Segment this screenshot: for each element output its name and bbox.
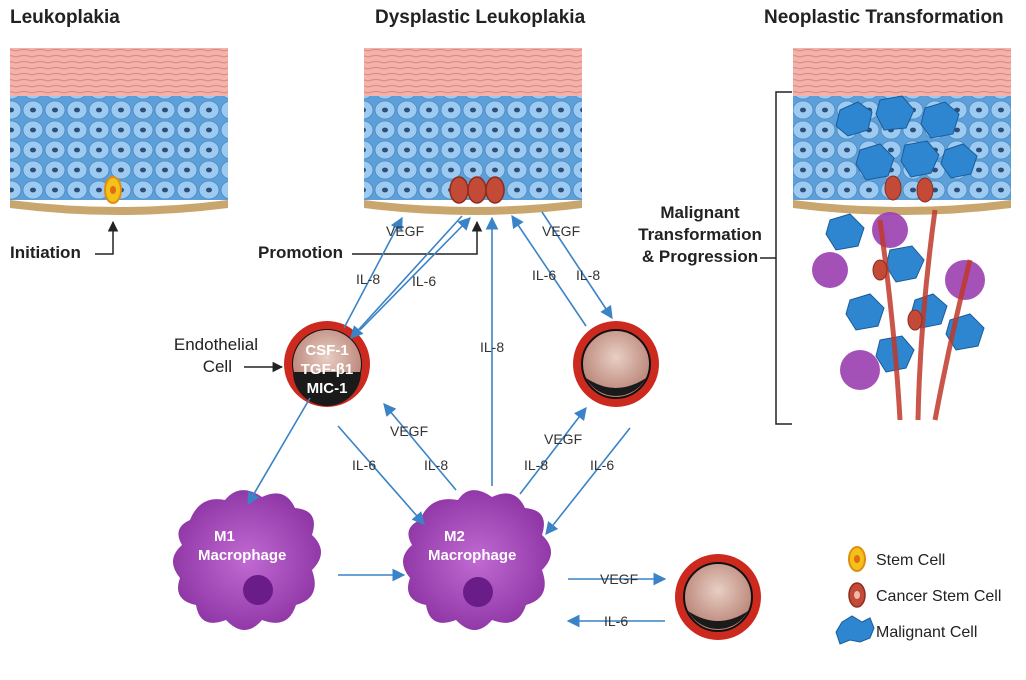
endothelial-label-1: Endothelial: [174, 335, 258, 354]
legend-cancer-stem-cell: Cancer Stem Cell: [876, 588, 1001, 605]
title-leukoplakia: Leukoplakia: [10, 7, 120, 28]
label-il6-bottom: IL-6: [604, 613, 628, 629]
signal-arrows: [247, 211, 667, 628]
legend: Stem Cell Cancer Stem Cell Malignant Cel…: [835, 546, 1001, 645]
malignant-label-3: & Progression: [642, 247, 758, 266]
vessel-bottom: [675, 554, 761, 640]
title-dysplastic: Dysplastic Leukoplakia: [375, 7, 586, 28]
vessel-right: [573, 321, 659, 407]
cytokine-tgfb1: TGF-β1: [301, 361, 354, 378]
label-vegf-mid-left: VEGF: [390, 423, 428, 439]
m1-macrophage: [172, 490, 321, 630]
label-il8-center: IL-8: [480, 339, 504, 355]
label-vegf-mid-right: VEGF: [544, 431, 582, 447]
label-il6-mid-right: IL-6: [590, 457, 614, 473]
label-vegf-top-right: VEGF: [542, 223, 580, 239]
tissue-dysplastic: [364, 48, 582, 215]
promotion-label: Promotion: [258, 243, 343, 262]
tissue-leukoplakia: [10, 48, 228, 215]
title-neoplastic: Neoplastic Transformation: [764, 7, 1004, 28]
label-il8-top-right: IL-8: [576, 267, 600, 283]
malignant-label-2: Transformation: [638, 225, 762, 244]
cytokine-csf1: CSF-1: [305, 342, 348, 359]
label-il6-mid-left: IL-6: [352, 457, 376, 473]
label-il8-mid-left: IL-8: [424, 457, 448, 473]
endothelial-vessel: [284, 321, 370, 407]
cytokine-mic1: MIC-1: [307, 380, 348, 397]
bracket: [775, 91, 792, 425]
label-il8-mid-right: IL-8: [524, 457, 548, 473]
m2-label-2: Macrophage: [428, 547, 516, 564]
m1-label-2: Macrophage: [198, 547, 286, 564]
label-il6-top-left: IL-6: [412, 273, 436, 289]
legend-stem-cell: Stem Cell: [876, 552, 945, 569]
label-vegf-bottom: VEGF: [600, 571, 638, 587]
m2-label-1: M2: [444, 528, 465, 545]
tissue-neoplastic: [793, 48, 1011, 421]
endothelial-label-2: Cell: [203, 357, 232, 376]
m2-macrophage: [402, 490, 551, 630]
legend-malignant-cell-icon: [835, 615, 875, 645]
malignant-label-1: Malignant: [660, 203, 740, 222]
label-vegf-top-left: VEGF: [386, 223, 424, 239]
initiation-label: Initiation: [10, 243, 81, 262]
m1-label-1: M1: [214, 528, 235, 545]
legend-malignant-cell: Malignant Cell: [876, 624, 977, 641]
label-il6-top-right: IL-6: [532, 267, 556, 283]
label-il8-top-left: IL-8: [356, 271, 380, 287]
